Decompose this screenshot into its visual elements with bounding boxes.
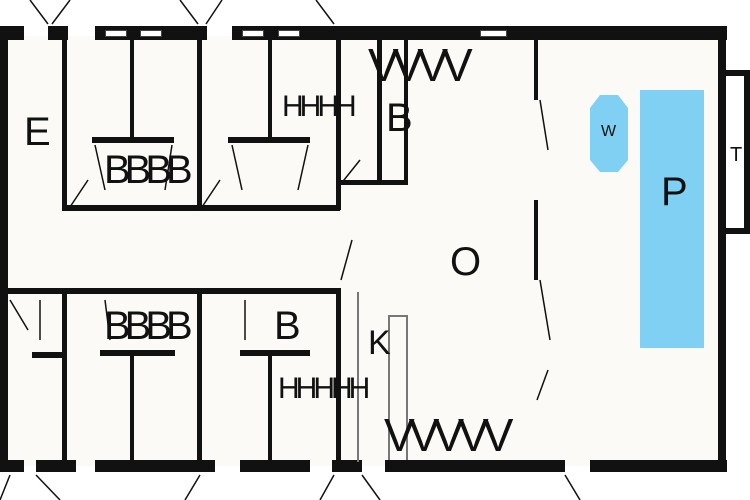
wall	[268, 350, 272, 460]
wall	[340, 180, 408, 185]
wall	[724, 228, 750, 234]
window	[278, 30, 300, 37]
label-pool: P	[661, 170, 688, 214]
label-kitchen: K	[368, 324, 391, 362]
wall	[385, 460, 565, 472]
wall	[718, 26, 726, 472]
wall	[95, 460, 195, 472]
wall	[332, 26, 727, 40]
label-entrance: E	[24, 110, 51, 154]
wall	[197, 40, 202, 210]
label-hallway-top: HHHH	[282, 90, 357, 123]
wall	[377, 40, 382, 185]
counter-line	[388, 315, 408, 317]
counter-line	[388, 315, 390, 460]
window	[105, 30, 127, 37]
label-terrace: T	[730, 144, 743, 166]
wall	[36, 460, 76, 472]
window	[140, 30, 162, 37]
counter-line	[406, 315, 408, 460]
wall	[195, 26, 207, 40]
whirlpool-shape	[590, 95, 628, 172]
wall	[100, 350, 175, 356]
wall	[268, 40, 272, 140]
label-bedroom-bottom-right: B	[274, 304, 301, 348]
wall	[62, 40, 67, 210]
wall	[62, 288, 67, 463]
wall	[48, 26, 68, 40]
window	[242, 30, 264, 37]
wall	[0, 26, 8, 472]
label-open-area: O	[450, 240, 482, 284]
label-vents-top: VVVV	[368, 39, 473, 91]
wall	[240, 350, 310, 356]
label-bathroom-top: B	[386, 96, 413, 140]
wall	[534, 200, 538, 280]
wall	[332, 460, 362, 472]
wall	[336, 288, 341, 463]
wall	[590, 460, 727, 472]
pool	[640, 90, 704, 348]
wall	[534, 40, 538, 100]
window	[480, 30, 507, 37]
label-hallway-bottom: HHHHH	[278, 372, 370, 405]
wall	[130, 40, 134, 140]
label-bedrooms-top: BBBB	[104, 148, 193, 192]
wall	[197, 288, 202, 463]
wall	[32, 352, 62, 358]
wall	[336, 40, 341, 210]
label-vents-bottom: VVVVV	[384, 409, 513, 461]
label-whirlpool: W	[601, 123, 617, 140]
wall	[0, 460, 24, 472]
label-bedrooms-bottom: BBBB	[104, 304, 193, 348]
wall	[228, 137, 310, 143]
wall	[130, 350, 134, 460]
counter-line	[357, 292, 359, 462]
wall	[92, 137, 174, 143]
wall	[744, 70, 750, 234]
wall	[724, 70, 750, 76]
wall	[195, 460, 215, 472]
wall	[404, 40, 408, 185]
wall	[6, 288, 336, 294]
wall	[240, 460, 310, 472]
